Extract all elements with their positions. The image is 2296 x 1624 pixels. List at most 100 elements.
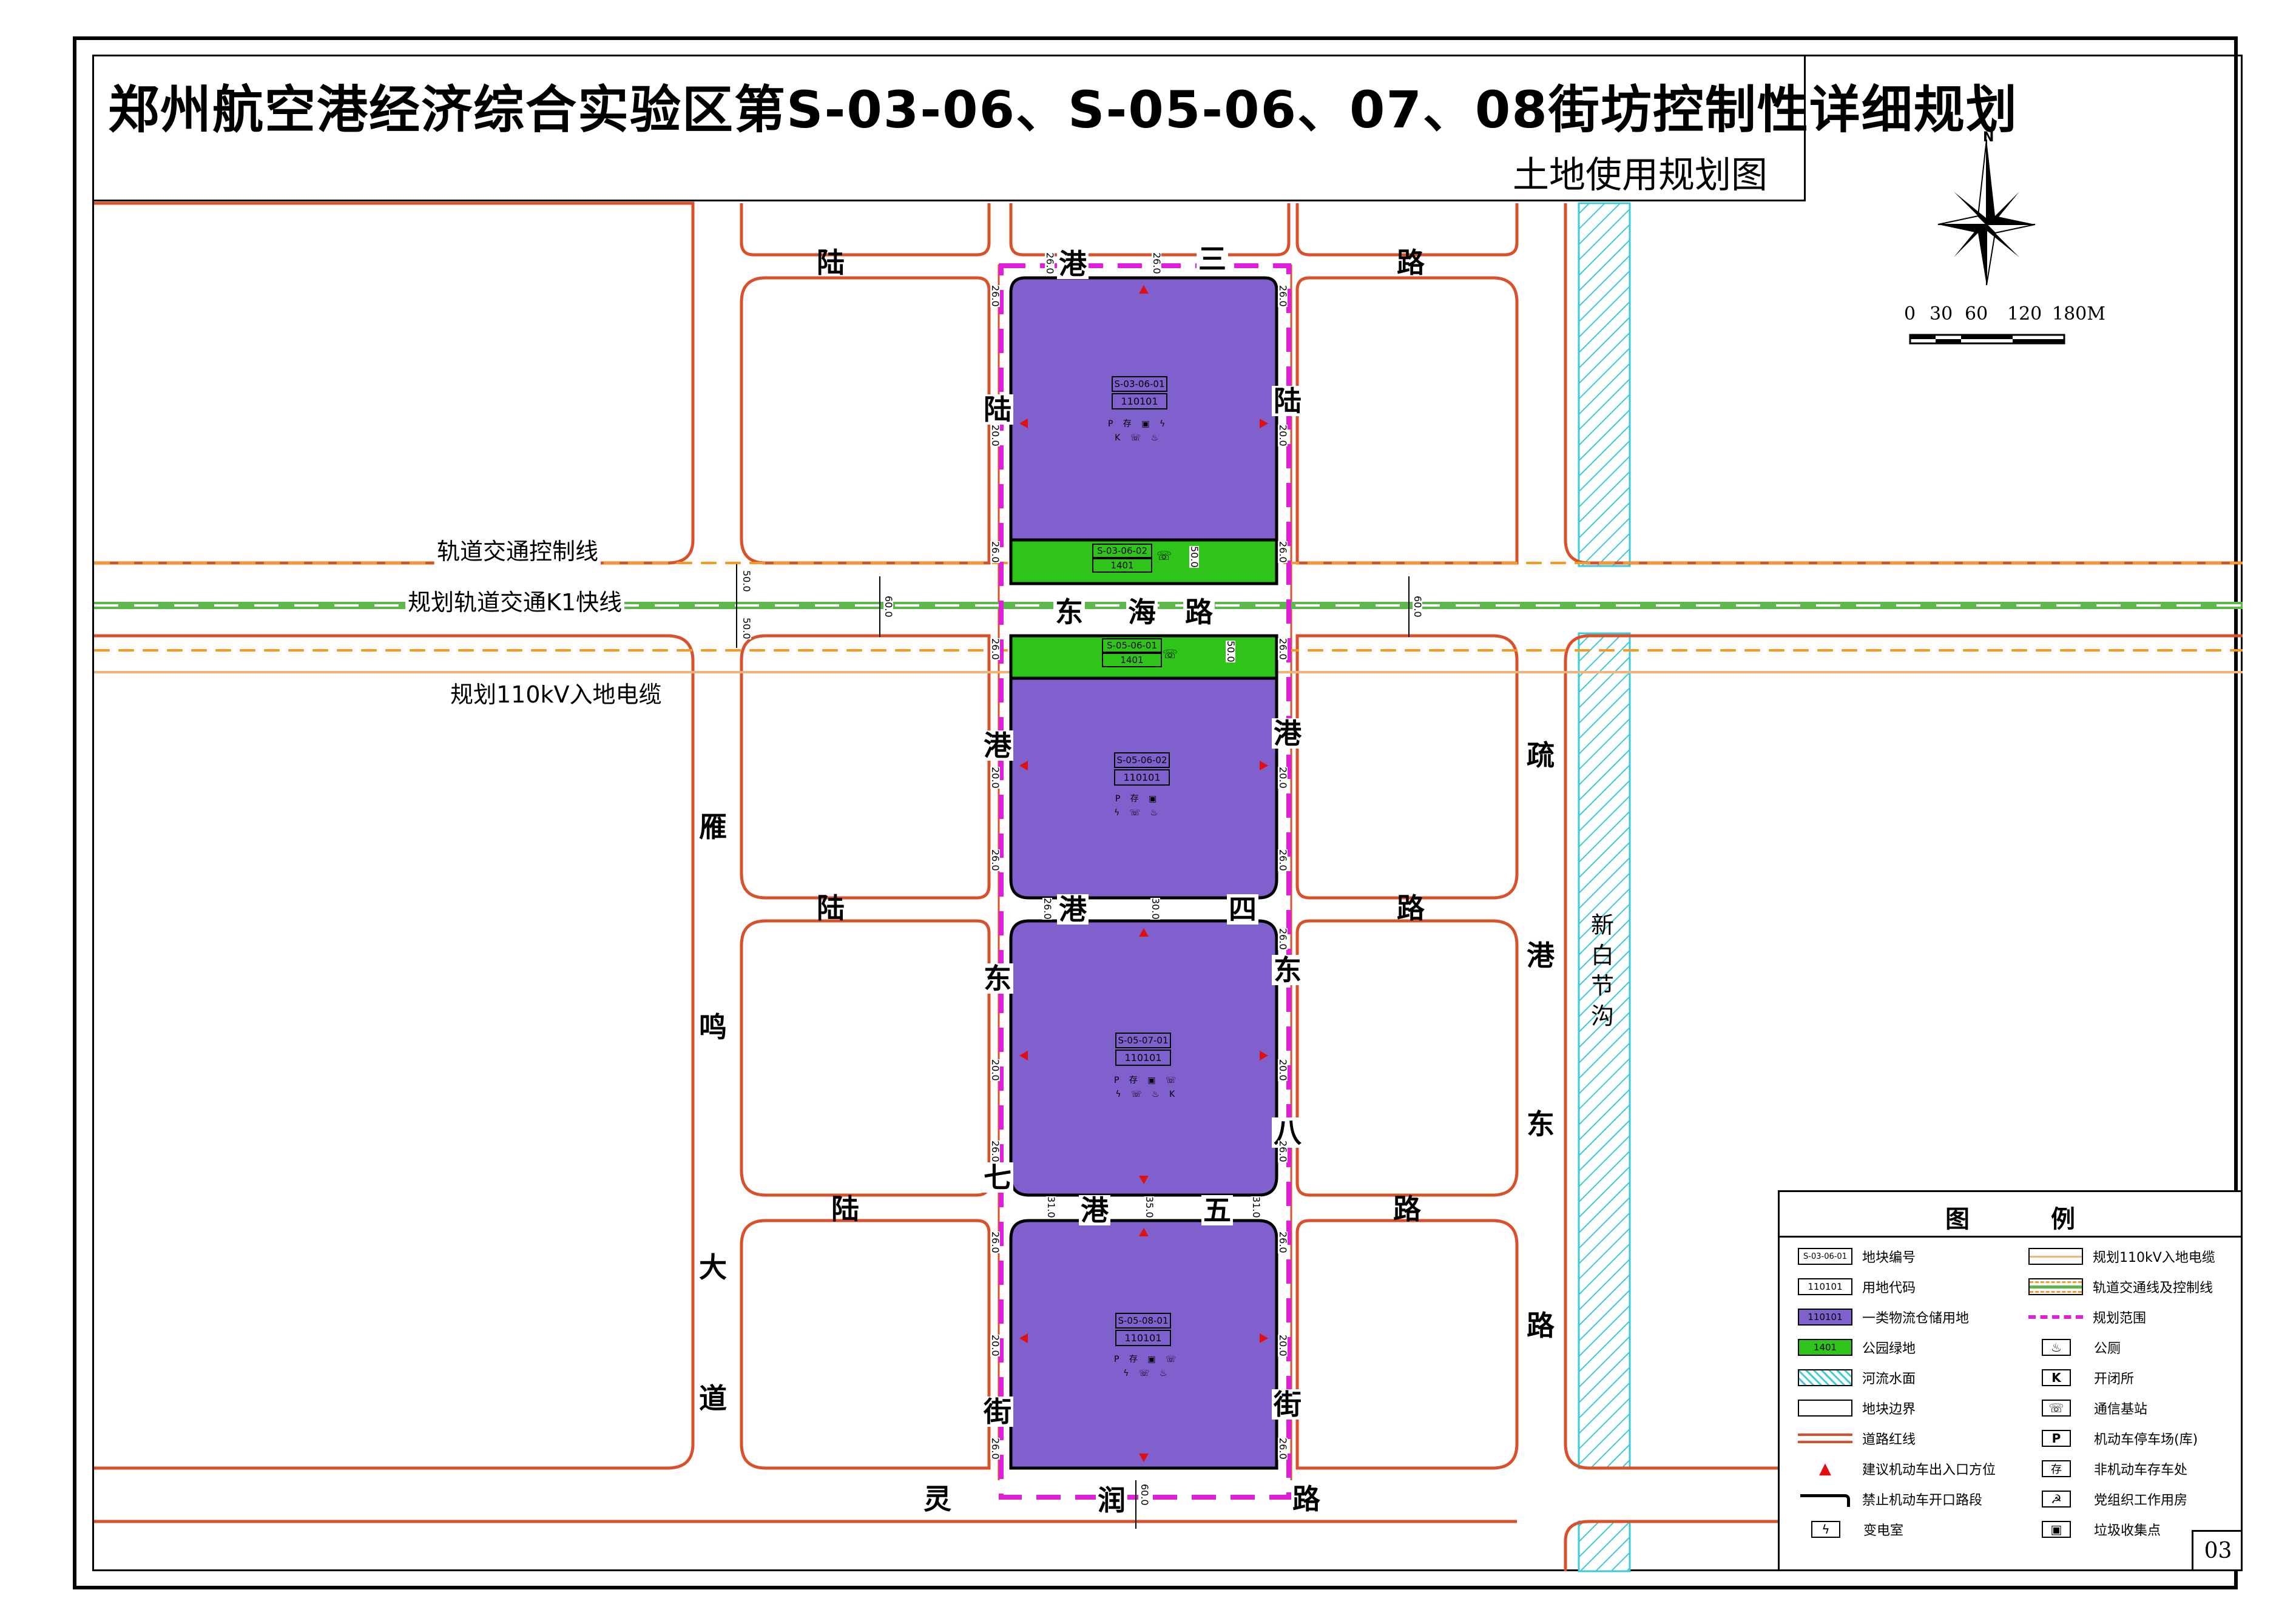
dim-label: 26.0 (1042, 898, 1053, 920)
dim-label: 60.0 (1412, 596, 1423, 618)
legend-label: 规划110kV入地电缆 (2093, 1250, 2215, 1265)
dim-label: 26.0 (1277, 1141, 1289, 1162)
road-lu-west: 陆 (982, 394, 1013, 425)
road-lugang-san-2: 港 (1057, 249, 1089, 279)
map-title: 郑州航空港经济综合实验区第S-03-06、S-05-06、07、08街坊控制性详… (108, 80, 2018, 140)
legend-swatch-cable (2028, 1248, 2083, 1265)
dim-label: 26.0 (990, 849, 1001, 871)
legend-label: 变电室 (1863, 1523, 1904, 1538)
dim-label: 20.0 (990, 1059, 1001, 1081)
road-gangdong-ba-4: 街 (1272, 1389, 1303, 1420)
dim-label: 31.0 (1251, 1196, 1262, 1218)
road-linrun-1: 灵 (923, 1483, 951, 1515)
legend-item-rail: 轨道交通线及控制线 (2028, 1276, 2213, 1298)
plot-tag-S-05-08-01[interactable]: S-05-08-01 110101 (1115, 1313, 1171, 1346)
road-linrun-2: 润 (1096, 1485, 1127, 1515)
road-yanming-1: 雁 (699, 810, 727, 843)
plot-S-05-07-01 (1009, 919, 1278, 1197)
facility-icons-row2: ϟ ☏ ♨ (1114, 808, 1162, 818)
plot-tag-S-03-06-02[interactable]: S-03-06-02 1401 (1092, 544, 1153, 573)
road-gangdong-ba-1: 港 (1272, 718, 1303, 749)
plot-code: 1401 (1102, 653, 1163, 667)
dim-label: 20.0 (1277, 1059, 1289, 1081)
road-gangdong-ba-2: 东 (1272, 955, 1303, 985)
legend-divider (1780, 1236, 2241, 1238)
dim-label: 20.0 (1277, 767, 1289, 789)
facility-icons-row1: P 存 ▣ (1115, 794, 1161, 804)
plot-tag-S-03-06-01[interactable]: S-03-06-01 110101 (1112, 376, 1167, 409)
inner-frame (92, 55, 2243, 1571)
comm-station-icon: ☏ (2042, 1400, 2071, 1417)
facility-icons-row1: P 存 ▣ ϟ (1108, 419, 1169, 429)
rail-control-label: 轨道交通控制线 (434, 533, 601, 566)
dim-label: 20.0 (1277, 1335, 1289, 1356)
dim-label: 26.0 (990, 541, 1001, 563)
road-shugang-1: 疏 (1527, 739, 1555, 772)
switch-station-icon: K (2042, 1369, 2071, 1386)
road-gangdong-qi-2: 东 (982, 963, 1013, 994)
river-water (1578, 202, 1631, 1572)
legend-item-land-code: 110101 用地代码 (1798, 1276, 1916, 1298)
legend-label: 公园绿地 (1862, 1341, 1916, 1356)
plot-tag-S-05-07-01[interactable]: S-05-07-01 110101 (1115, 1033, 1171, 1066)
road-yanming-2: 鸣 (699, 1011, 727, 1043)
plot-icons-S-05-08-01: P 存 ▣ ☏ ϟ ☏ ♨ (1114, 1353, 1180, 1378)
road-donghai-1: 东 (1053, 597, 1085, 627)
road-lugang-si-4: 路 (1397, 892, 1425, 925)
road-lugang-si-2: 港 (1057, 894, 1089, 925)
legend-swatch-road (1798, 1430, 1852, 1447)
entrance-triangle-icon: ▲ (1819, 1460, 1831, 1478)
road-gangdong-qi-1: 港 (982, 730, 1013, 761)
plot-tag-S-05-06-02[interactable]: S-05-06-02 110101 (1114, 752, 1170, 786)
scale-bar (1909, 334, 2065, 345)
scale-tick-0: 0 (1904, 303, 1916, 325)
plot-id: S-03-06-01 (1112, 376, 1167, 392)
road-lugang-wu-2: 港 (1079, 1195, 1110, 1225)
legend-label: 党组织工作用房 (2094, 1493, 2188, 1508)
road-lugang-si-3: 四 (1227, 894, 1258, 925)
road-donghai-2: 海 (1126, 597, 1158, 627)
facility-icons-row2: K ☏ ♨ (1115, 433, 1163, 443)
road-lugang-san-4: 路 (1397, 246, 1425, 279)
road-gangdong-ba-3: 八 (1272, 1117, 1303, 1148)
dim-label: 26.0 (990, 285, 1001, 307)
legend-label: 机动车停车场(库) (2094, 1432, 2198, 1447)
title-block: 郑州航空港经济综合实验区第S-03-06、S-05-06、07、08街坊控制性详… (92, 55, 2017, 201)
road-shugang-4: 路 (1527, 1309, 1555, 1342)
legend-item-bike-parking: 存 非机动车存车处 (2028, 1458, 2187, 1480)
legend-label: 轨道交通线及控制线 (2093, 1281, 2213, 1296)
facility-icons-row2: ϟ ☏ ♨ (1123, 1369, 1171, 1378)
plots (1009, 276, 1278, 1470)
dim-label: 26.0 (1277, 1231, 1289, 1253)
plot-tag-S-05-06-01[interactable]: S-05-06-01 1401 (1102, 638, 1163, 667)
dim-label: 26.0 (990, 638, 1001, 660)
planning-boundary (999, 263, 1291, 1500)
legend-label: 非机动车存车处 (2094, 1463, 2188, 1478)
legend-label: 建议机动车出入口方位 (1862, 1463, 1996, 1478)
legend-label: 地块编号 (1862, 1250, 1916, 1265)
toilet-icon: ♨ (2042, 1339, 2071, 1356)
road-yanming-3: 大 (699, 1251, 727, 1284)
legend-item-comm-station: ☏ 通信基站 (2028, 1397, 2147, 1419)
legend-item-toilet: ♨ 公厕 (2028, 1336, 2121, 1358)
plot-S-05-08-01 (1009, 1219, 1278, 1470)
dim-label: 26.0 (1277, 638, 1289, 660)
garbage-icon: ▣ (2042, 1521, 2071, 1538)
dim-label: 50.0 (1189, 546, 1200, 568)
road-lugang-wu-3: 五 (1201, 1195, 1233, 1225)
dim-label: 50.0 (741, 570, 752, 592)
road-lugang-san-1: 陆 (817, 246, 845, 279)
legend-label: 禁止机动车开口路段 (1862, 1493, 1983, 1508)
scale-tick-180: 180M (2052, 303, 2105, 325)
road-shugang-2: 港 (1527, 939, 1555, 972)
dim-label: 60.0 (1139, 1484, 1150, 1506)
legend-item-plot-id: S-03-06-01 地块编号 (1798, 1245, 1916, 1267)
legend-swatch-entrance: ▲ (1798, 1460, 1852, 1478)
dim-label: 26.0 (990, 1438, 1001, 1460)
road-donghai-3: 路 (1183, 597, 1215, 627)
legend-item-logistics: 110101 一类物流仓储用地 (1798, 1306, 1969, 1328)
legend-swatch-rail (2028, 1278, 2083, 1295)
dim-label: 31.0 (1045, 1196, 1057, 1218)
legend-swatch-no-opening (1798, 1491, 1852, 1508)
river-name-1: 新 (1591, 912, 1615, 938)
